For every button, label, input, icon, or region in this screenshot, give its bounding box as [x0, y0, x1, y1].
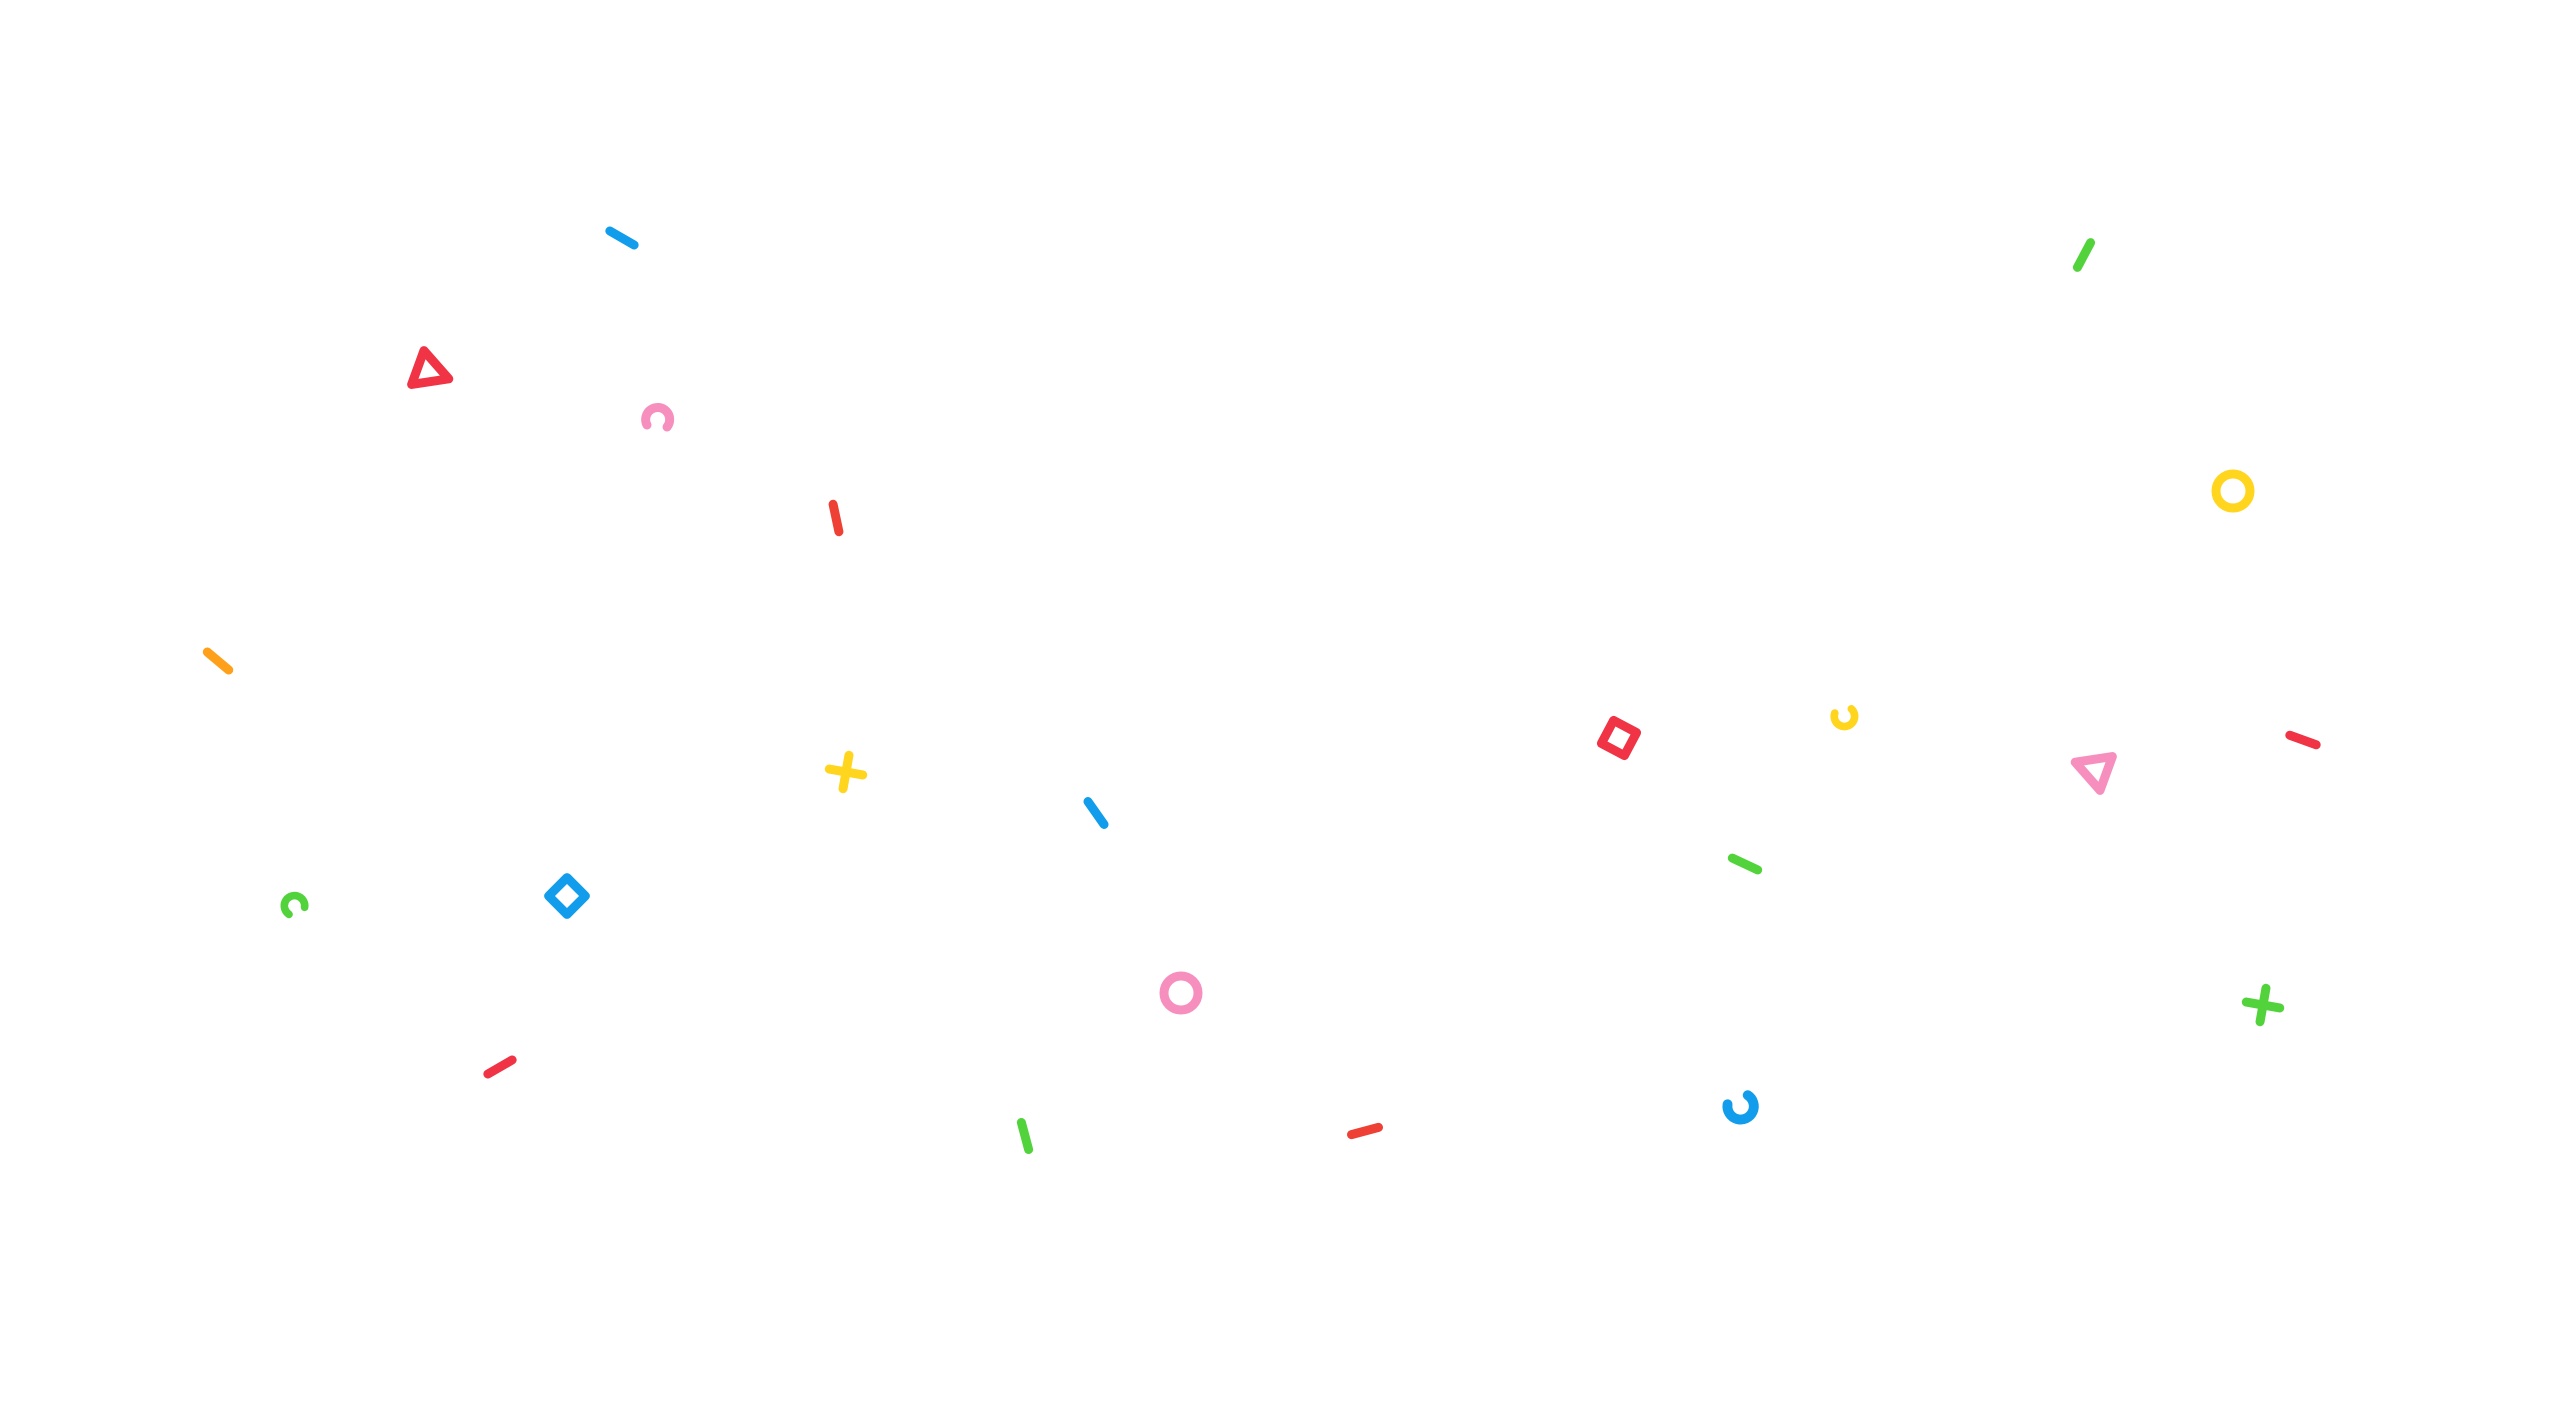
plus-icon — [824, 750, 868, 794]
diamond-outline-icon — [544, 873, 590, 919]
triangle-outline-icon — [2070, 752, 2117, 795]
dash-icon — [1016, 1117, 1034, 1155]
arc-icon — [280, 891, 309, 919]
arc-icon — [1722, 1090, 1759, 1125]
dash-icon — [1083, 797, 1109, 829]
ring-icon — [2211, 469, 2255, 513]
dash-icon — [2285, 730, 2321, 750]
arc-icon — [1830, 704, 1859, 731]
dash-icon — [605, 226, 639, 250]
diamond-outline-icon — [1596, 715, 1642, 761]
arc-icon — [641, 403, 675, 432]
triangle-outline-icon — [407, 346, 454, 389]
ring-icon — [1159, 971, 1203, 1015]
dash-icon — [2072, 238, 2096, 272]
plus-icon — [2241, 983, 2285, 1027]
dash-icon — [483, 1055, 517, 1079]
dash-icon — [1346, 1122, 1384, 1140]
dash-icon — [202, 647, 234, 675]
dash-icon — [1727, 853, 1763, 875]
dash-icon — [828, 499, 844, 537]
